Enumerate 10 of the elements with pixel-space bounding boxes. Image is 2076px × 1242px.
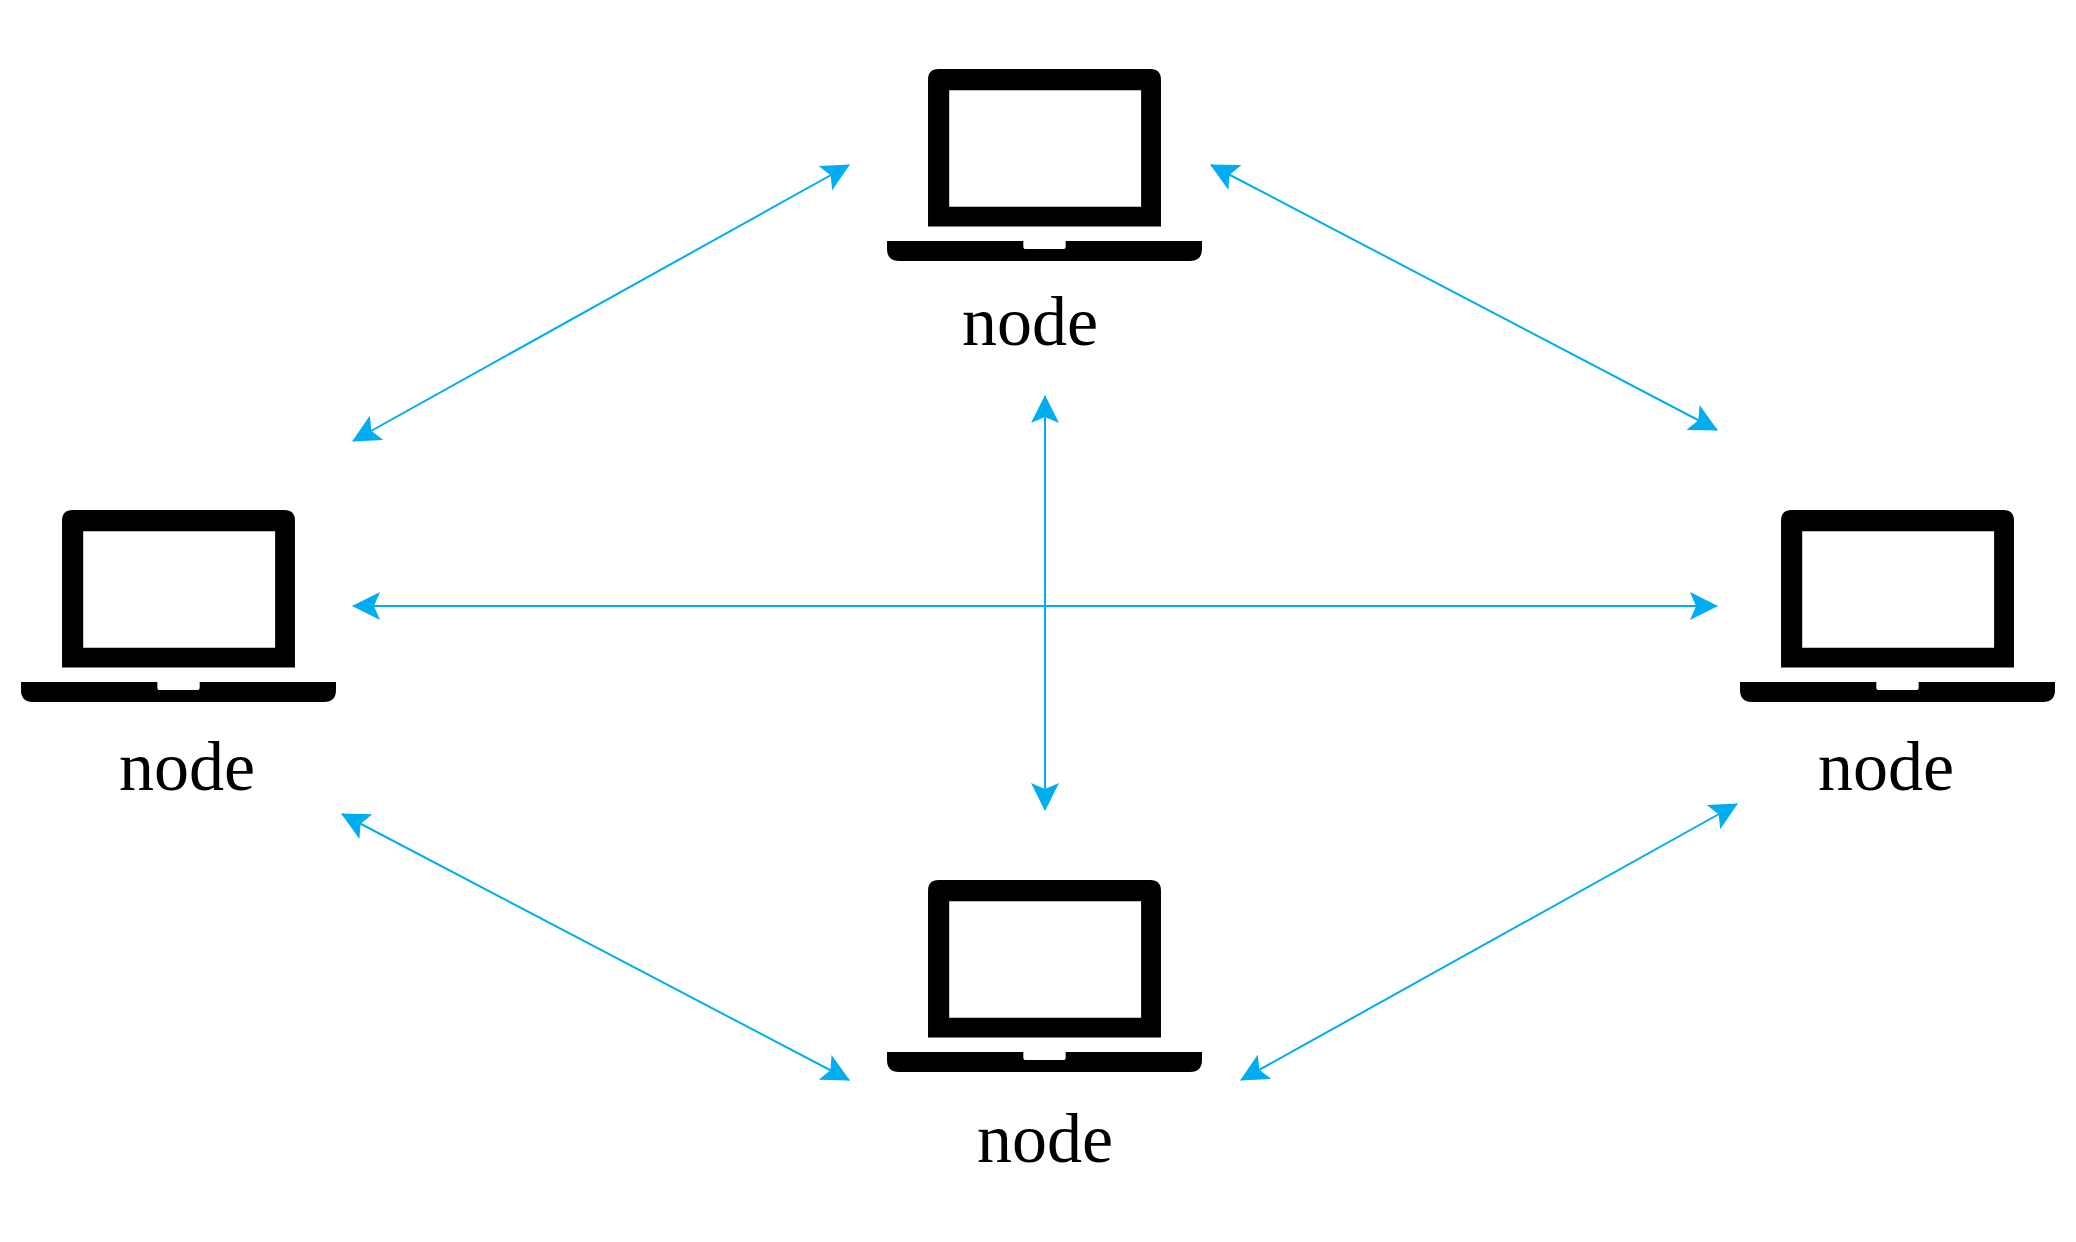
node-label: node [118,732,256,802]
double-arrow [352,164,850,442]
double-arrow [341,813,850,1081]
double-arrow [1210,164,1718,431]
node-label: node [976,1104,1114,1174]
double-arrow [1031,395,1059,811]
node-label: node [961,287,1099,357]
double-arrow [1240,803,1738,1081]
node-label: node [1817,732,1955,802]
double-arrow [352,592,1718,620]
